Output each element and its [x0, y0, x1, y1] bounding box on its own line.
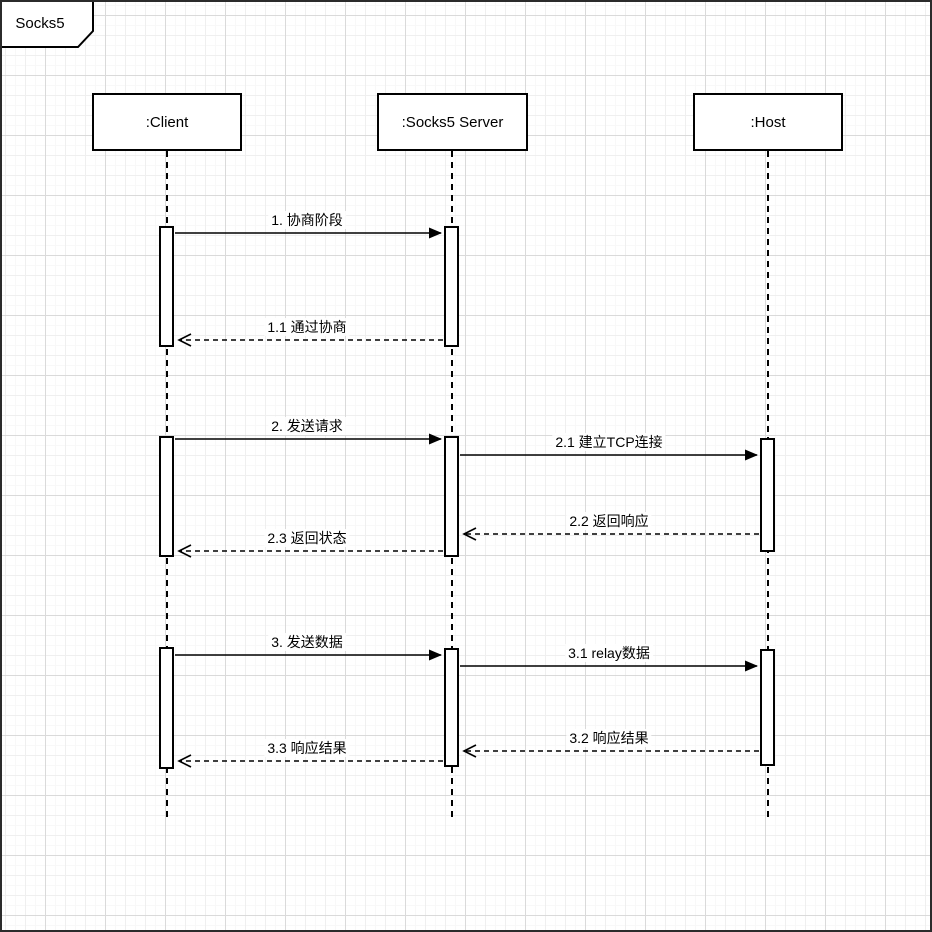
message-label-3-3: 3.3 响应结果: [264, 739, 350, 757]
lifeline-head-server: :Socks5 Server: [377, 93, 528, 151]
message-label-2: 2. 发送请求: [268, 417, 346, 435]
activation-server-2: [444, 436, 459, 557]
message-label-2-2: 2.2 返回响应: [566, 512, 652, 530]
message-label-3-1: 3.1 relay数据: [565, 644, 653, 662]
lifeline-head-client-label: :Client: [145, 113, 189, 131]
activation-client-2: [159, 436, 174, 557]
lifeline-head-host-label: :Host: [750, 113, 786, 131]
diagram-title: Socks5: [15, 15, 65, 32]
frame-tab-shape: [2, 2, 94, 48]
message-label-2-3: 2.3 返回状态: [264, 529, 350, 547]
message-label-3-2: 3.2 响应结果: [566, 729, 652, 747]
lifeline-head-host: :Host: [693, 93, 843, 151]
lifeline-head-server-label: :Socks5 Server: [401, 113, 504, 131]
activation-server-1: [444, 226, 459, 347]
message-label-1: 1. 协商阶段: [268, 211, 346, 229]
message-label-3: 3. 发送数据: [268, 633, 346, 651]
frame-tab: [2, 2, 94, 48]
message-label-1-1: 1.1 通过协商: [264, 318, 350, 336]
activation-server-3: [444, 648, 459, 767]
activation-host-2: [760, 438, 775, 552]
lifeline-head-client: :Client: [92, 93, 242, 151]
activation-client-3: [159, 647, 174, 769]
activation-client-1: [159, 226, 174, 347]
message-label-2-1: 2.1 建立TCP连接: [552, 433, 666, 451]
activation-host-3: [760, 649, 775, 766]
